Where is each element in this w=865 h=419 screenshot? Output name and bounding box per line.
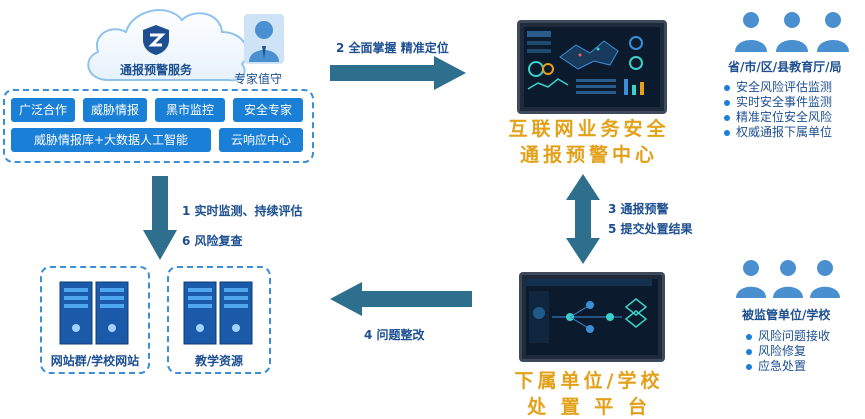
platform-screen <box>526 279 658 355</box>
authority-duties-list: 安全风险评估监测 实时安全事件监测 精准定位安全风险 权威通报下属单位 <box>724 80 832 140</box>
units-group-icon <box>736 260 840 298</box>
expert-label: 专家值守 <box>234 72 283 86</box>
capability-tag: 安全专家 <box>233 98 303 122</box>
arrow-down-icon <box>143 176 177 260</box>
units-title: 被监管单位/学校 <box>742 308 831 322</box>
capabilities-panel: 广泛合作 威胁情报 黑市监控 安全专家 威胁情报库+大数据人工智能 云响应中心 <box>3 89 314 163</box>
officials-group-icon <box>735 12 849 52</box>
website-server-label: 网站群/学校网站 <box>50 354 140 368</box>
top-monitor <box>517 20 667 114</box>
server-rack-icon <box>183 281 253 345</box>
capability-tag: 广泛合作 <box>11 98 75 122</box>
capability-tag: 威胁情报库+大数据人工智能 <box>11 128 211 152</box>
website-server-group: 网站群/学校网站 <box>40 266 150 374</box>
expert-person-icon <box>244 14 284 64</box>
capability-tag: 黑市监控 <box>155 98 225 122</box>
step-4-label: 4 问题整改 <box>364 328 425 342</box>
center-top-title-line2: 通报预警中心 <box>519 144 658 166</box>
step-5-label: 5 提交处置结果 <box>608 222 693 236</box>
duty-item: 应急处置 <box>746 359 830 374</box>
duty-item: 风险修复 <box>746 344 830 359</box>
units-duties-list: 风险问题接收 风险修复 应急处置 <box>746 329 830 374</box>
server-rack-icon <box>59 281 129 345</box>
center-top-title-line1: 互联网业务安全 <box>508 118 670 140</box>
arrow-left-icon <box>330 282 472 316</box>
duty-item: 实时安全事件监测 <box>724 95 832 110</box>
step-3-label: 3 通报预警 <box>608 202 669 216</box>
arrow-updown-icon <box>566 174 600 264</box>
shield-logo-icon <box>143 25 169 55</box>
cloud-service-label: 通报预警服务 <box>119 63 192 77</box>
step-1-label: 1 实时监测、持续评估 <box>182 204 303 218</box>
bottom-monitor <box>519 272 665 362</box>
capability-tag: 云响应中心 <box>219 128 303 152</box>
dashboard-screen <box>524 27 660 107</box>
duty-item: 精准定位安全风险 <box>724 110 832 125</box>
duty-item: 风险问题接收 <box>746 329 830 344</box>
platform-graphic <box>526 279 652 343</box>
duty-item: 权威通报下属单位 <box>724 125 832 140</box>
arrow-right-icon <box>330 56 466 90</box>
capability-tag: 威胁情报 <box>83 98 147 122</box>
authority-title: 省/市/区/县教育厅/局 <box>728 60 842 74</box>
step-2-label: 2 全面掌握 精准定位 <box>336 41 449 55</box>
dashboard-graphic <box>527 31 644 95</box>
step-6-label: 6 风险复查 <box>182 234 243 248</box>
center-bottom-title-line2: 处 置 平 台 <box>527 396 651 418</box>
center-bottom-title-line1: 下属单位/学校 <box>514 370 664 392</box>
teaching-resource-label: 教学资源 <box>194 354 243 368</box>
duty-item: 安全风险评估监测 <box>724 80 832 95</box>
teaching-resource-server-group: 教学资源 <box>167 266 271 374</box>
